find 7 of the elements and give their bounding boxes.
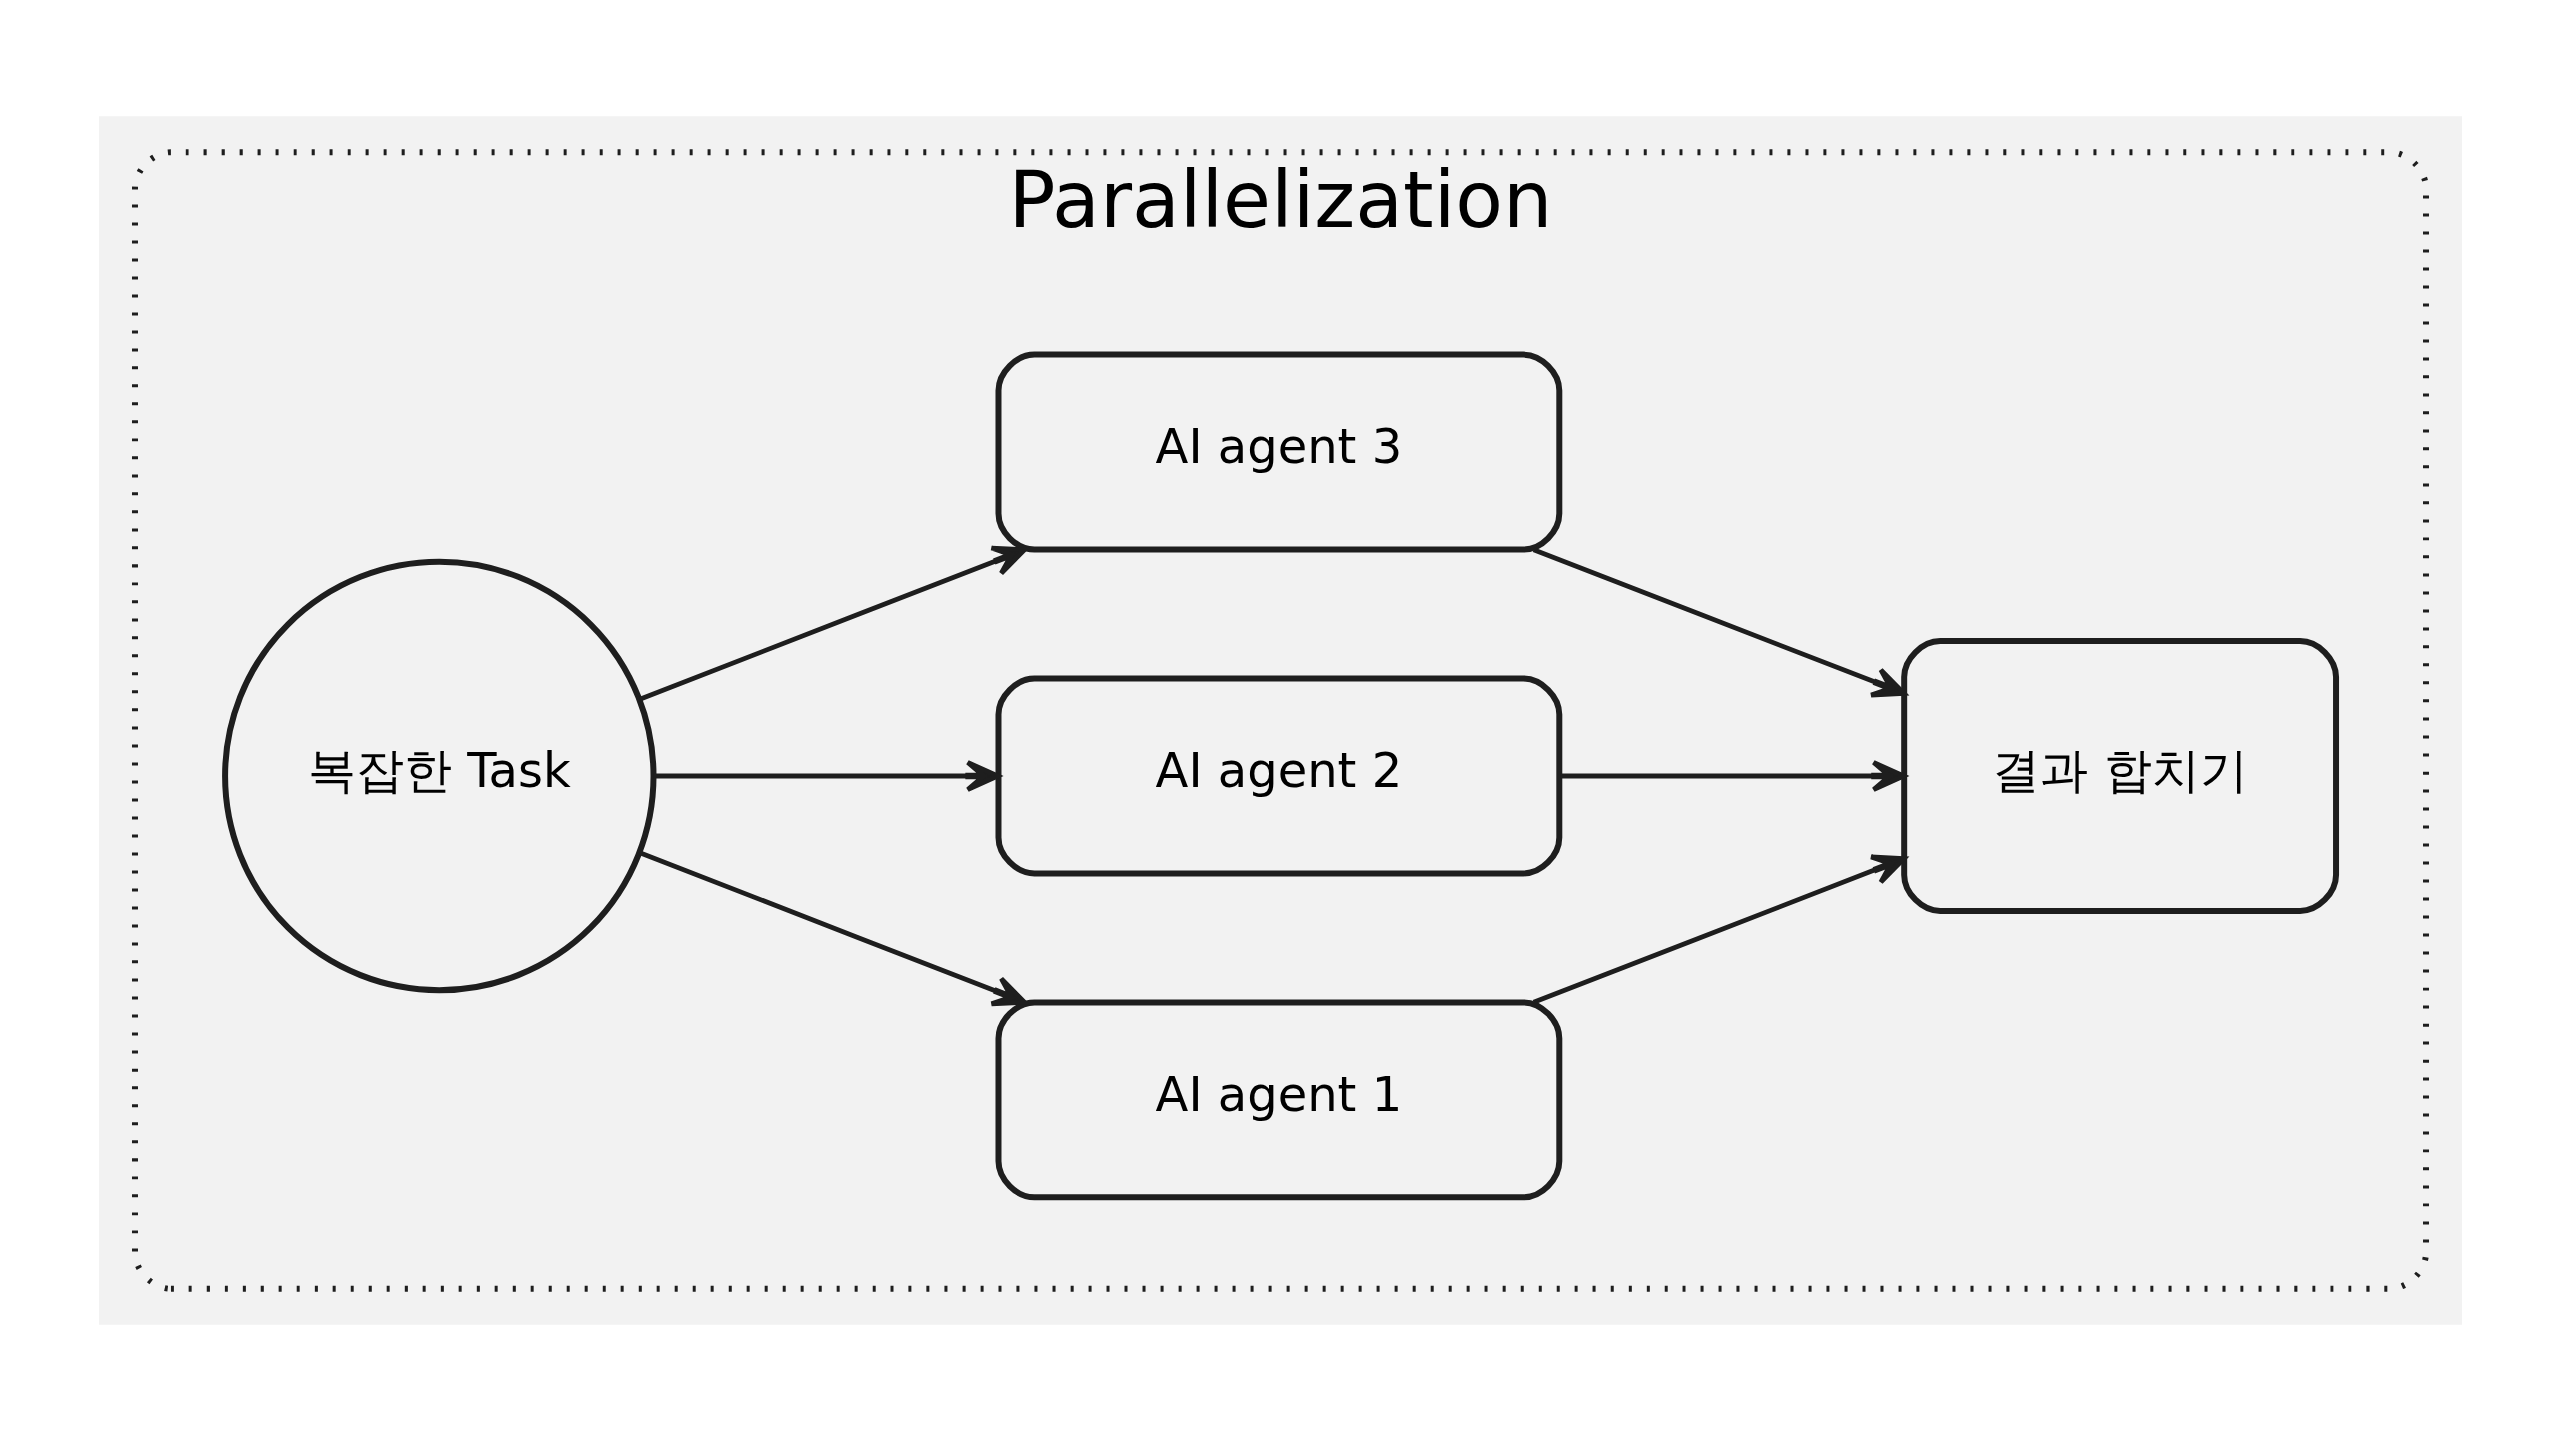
- node-circle: 복잡한 Task: [221, 558, 656, 993]
- node-box: AI agent 1: [995, 998, 1562, 1200]
- node-box: AI agent 3: [995, 351, 1562, 553]
- arrow: [638, 850, 1027, 1006]
- arrow: [638, 545, 1027, 701]
- node-box: AI agent 2: [995, 675, 1562, 876]
- node-box: 결과 합치기: [1900, 637, 2339, 914]
